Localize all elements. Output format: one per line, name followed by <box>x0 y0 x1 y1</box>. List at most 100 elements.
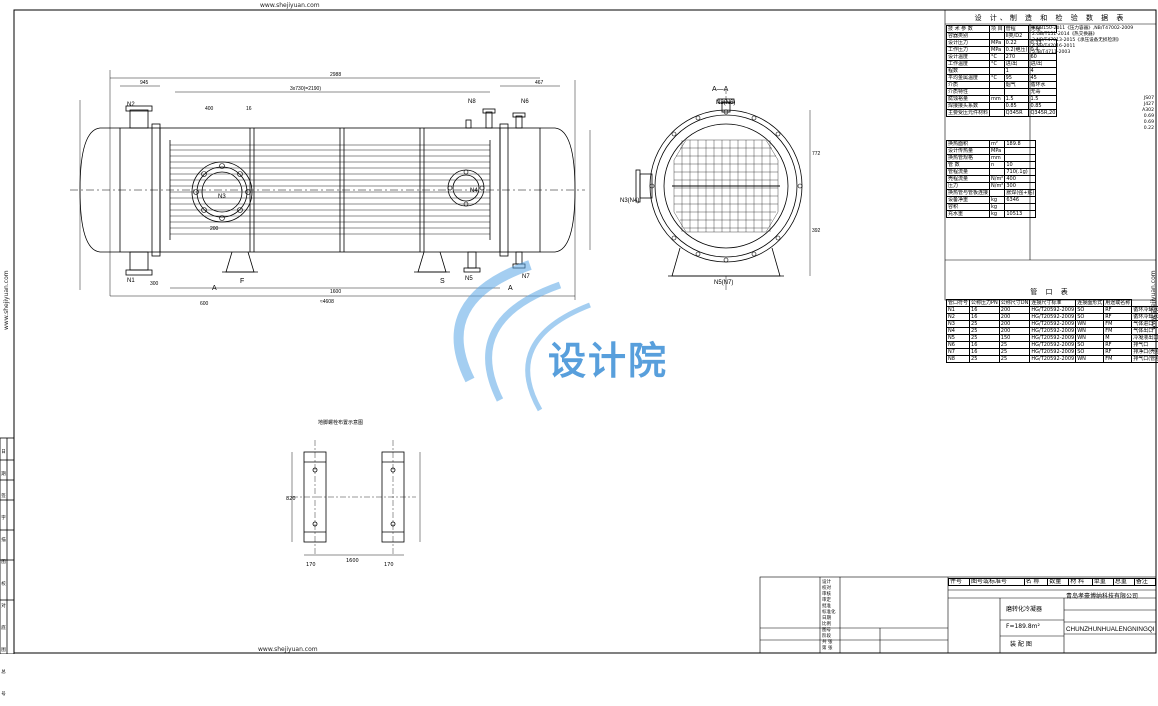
site-url-top: www.shejiyuan.com <box>260 2 320 9</box>
parts-header: 件号图号或标准号名 称数量材 料单重总重备注 <box>948 578 1156 586</box>
table-cell: °C <box>990 61 1005 68</box>
table-cell: N5 <box>947 335 970 342</box>
table-cell <box>990 89 1005 96</box>
drawing-code: CHUNZHUNHUALENGNINGQI <box>1066 626 1155 633</box>
table-cell: RF <box>1104 314 1132 321</box>
parts-header-cell: 件号 <box>949 579 970 586</box>
table-cell: 腐蚀裕量 <box>947 96 990 103</box>
table-cell: 胀焊(强+贴) <box>1005 190 1036 197</box>
parts-header-cell: 备注 <box>1134 579 1155 586</box>
table-cell: 循环冷却水进口 <box>1132 307 1158 314</box>
dim-overall-len: ≈4608 <box>320 299 334 305</box>
table-cell: 200 <box>999 328 1030 335</box>
parts-header-cell: 名 称 <box>1024 579 1048 586</box>
table-cell: kg <box>990 197 1005 204</box>
section-view-a-a <box>636 90 810 290</box>
table-cell: 容积 <box>947 204 990 211</box>
table-cell: 设计传热量 <box>947 148 990 155</box>
label-a2: A <box>508 285 513 292</box>
table-cell <box>990 190 1005 197</box>
table-cell: 设备净重 <box>947 197 990 204</box>
table-cell <box>1005 148 1036 155</box>
table-cell: HG/T20592-2009 <box>1030 335 1076 342</box>
table-cell <box>990 82 1005 89</box>
table-cell: 平均金属温度 <box>947 75 990 82</box>
drawing-name: 磨转化冷凝器 <box>1006 604 1042 613</box>
table-cell: HG/T20592-2009 <box>1030 328 1076 335</box>
table-cell: 充水重 <box>947 211 990 218</box>
label-n2: N2 <box>127 102 135 108</box>
table-cell: WN <box>1076 335 1104 342</box>
table-cell: 壳程流量 <box>947 176 990 183</box>
table-cell: 200 <box>999 314 1030 321</box>
dim-bottom-span: 1600 <box>330 289 341 295</box>
label-a1: A <box>212 285 217 292</box>
table-cell: 介质特性 <box>947 89 990 96</box>
dim-300: 300 <box>150 281 159 287</box>
table-cell: 189.8 <box>1005 141 1036 148</box>
table-cell: HG/T20592-2009 <box>1030 342 1076 349</box>
title-block-label: 第 张 <box>822 646 840 652</box>
detail-dim-left: 820 <box>286 496 296 502</box>
title-block-labels: 设计校对审核审定批准标准化日期比例图号阶段共 张第 张 <box>822 580 840 652</box>
table-cell: 25 <box>970 328 1000 335</box>
table-cell: RF <box>1104 342 1132 349</box>
table-cell: 循环冷却水出口 <box>1132 314 1158 321</box>
left-strip-label: 校对 <box>0 574 7 618</box>
design-table-title: 设 计、制 造 和 检 验 数 据 表 <box>945 13 1156 23</box>
section-dim-top: 772 <box>812 151 821 157</box>
main-elevation-view <box>70 70 590 300</box>
table-cell: 16 <box>970 342 1000 349</box>
table-cell <box>1004 89 1029 96</box>
section-title: A—A <box>712 86 729 93</box>
table-cell: 200 <box>999 307 1030 314</box>
section-dim-bottom: 392 <box>812 228 821 234</box>
table-cell: SO <box>1076 307 1104 314</box>
dim-left-top: 945 <box>140 80 149 86</box>
table-cell: 介质 <box>947 82 990 89</box>
label-n6: N6 <box>521 99 529 105</box>
nozzle-header-cell: 用途或名称 <box>1104 300 1132 307</box>
table-cell: N4 <box>947 328 970 335</box>
table-cell: WN <box>1076 328 1104 335</box>
section-bottom-nozzle: N5(N7) <box>714 280 733 286</box>
table-cell: Q345R <box>1004 110 1029 117</box>
table-cell <box>990 68 1005 75</box>
table-cell: WN <box>1076 356 1104 363</box>
company-name: 青岛孝豪博纳科技有限公司 <box>1066 591 1138 600</box>
parts-header-cell: 材 料 <box>1069 579 1093 586</box>
table-cell: 压力 <box>947 183 990 190</box>
site-url-bottom: www.shejiyuan.com <box>258 646 318 653</box>
table-cell <box>1005 155 1036 162</box>
table-cell: 冷凝液出口 <box>1132 335 1158 342</box>
table-cell: MPa <box>990 47 1005 54</box>
table-cell: N/m² <box>990 183 1005 190</box>
table-cell: 95 <box>1004 75 1029 82</box>
parts-header-cell: 单重 <box>1092 579 1113 586</box>
label-s: S <box>440 278 445 285</box>
nozzle-header-cell: 连接尺寸标准 <box>1030 300 1076 307</box>
table-cell: N1 <box>947 307 970 314</box>
table-cell: 1.5 <box>1004 96 1029 103</box>
nozzle-header-cell: 连接面形式 <box>1076 300 1104 307</box>
table-cell: II类/D2 <box>1004 33 1029 40</box>
table-cell: 10513 <box>1005 211 1036 218</box>
design-lower-row: 换热管与管板连接胀焊(强+贴) <box>947 190 1036 197</box>
table-cell: 270 <box>1004 54 1029 61</box>
dim-400: 400 <box>205 106 214 112</box>
left-strip-label: 描图 <box>0 530 7 574</box>
standard-item: 5.JB/T4711-2003 <box>1032 50 1154 56</box>
table-cell: HG/T20592-2009 <box>1030 321 1076 328</box>
table-cell: 25 <box>970 356 1000 363</box>
table-cell: 16 <box>970 314 1000 321</box>
drawing-type: 装 配 图 <box>1010 639 1032 648</box>
table-cell: 16 <box>970 349 1000 356</box>
